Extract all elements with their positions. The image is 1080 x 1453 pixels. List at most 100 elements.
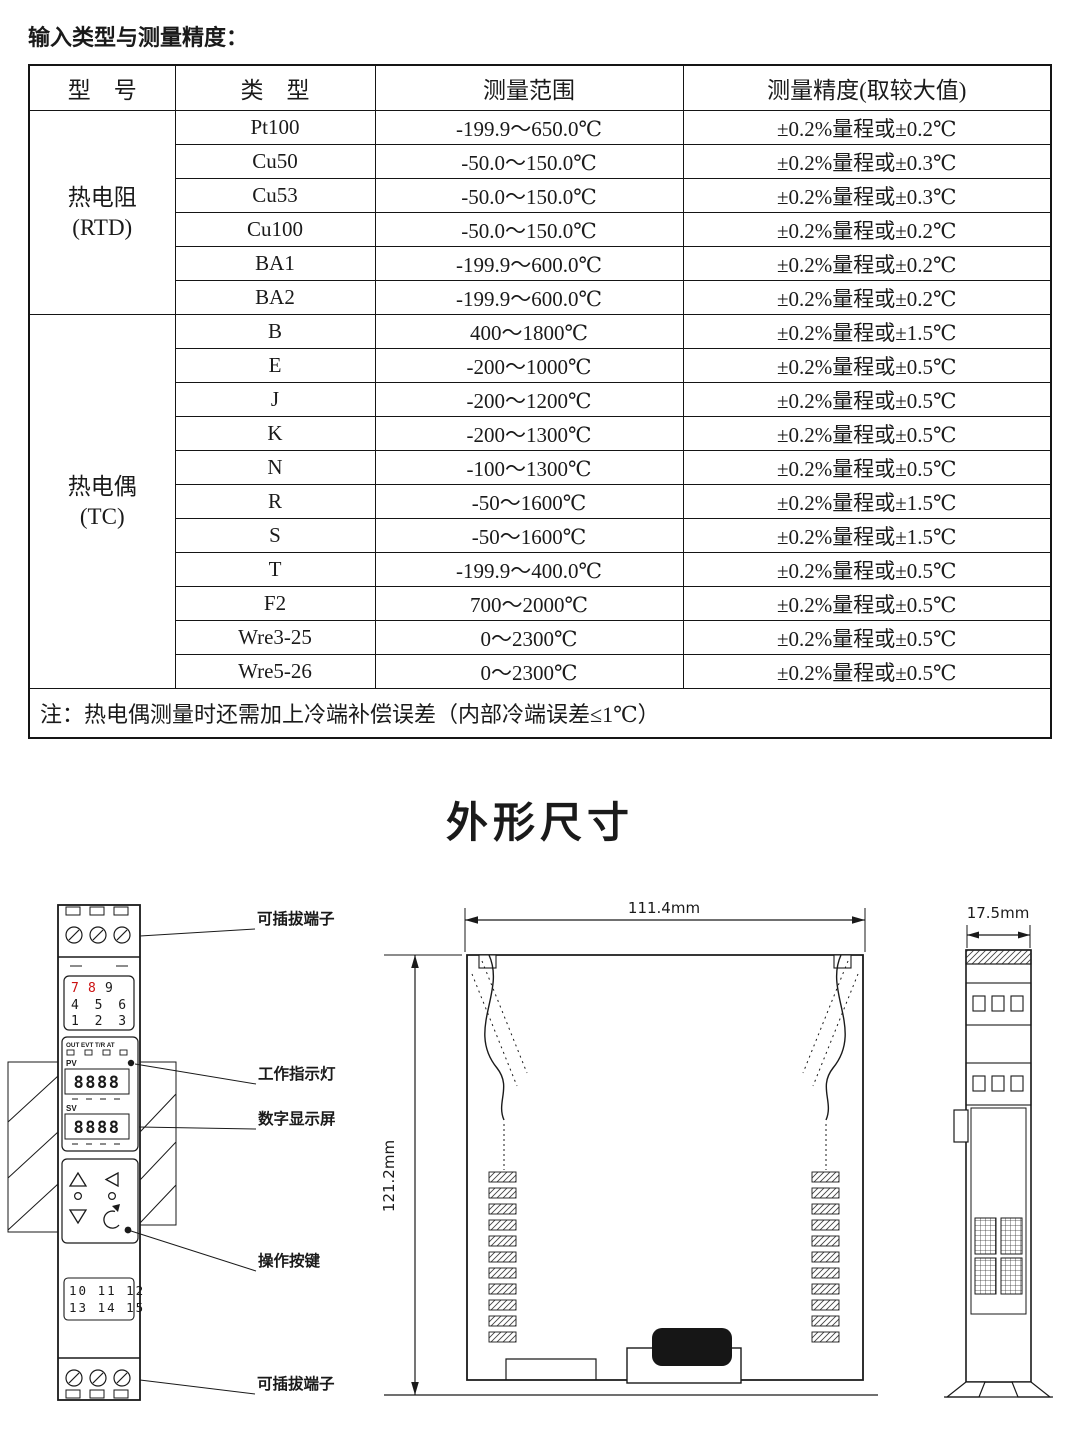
accuracy-cell: ±0.2%量程或±1.5℃: [682, 518, 1052, 553]
range-cell: -199.9～600.0℃: [374, 280, 684, 315]
work-indicator-led: [127, 1059, 135, 1067]
range-cell: 0～2300℃: [374, 620, 684, 655]
type-cell: E: [174, 348, 376, 383]
pv-display: 8888: [74, 1073, 121, 1093]
type-cell: N: [174, 450, 376, 485]
button-indicator-dot: [124, 1226, 132, 1234]
table-row: K-200～1300℃±0.2%量程或±0.5℃: [29, 416, 1052, 451]
table-row: E-200～1000℃±0.2%量程或±0.5℃: [29, 348, 1052, 383]
accuracy-cell: ±0.2%量程或±0.5℃: [682, 620, 1052, 655]
table-row: BA2-199.9～600.0℃±0.2%量程或±0.2℃: [29, 280, 1052, 315]
digital-display-panel: OUT EVT T/R AT PV 8888 SV 8888: [61, 1036, 139, 1152]
model-name-line: 热电阻: [67, 184, 137, 210]
operation-button-panel: [61, 1158, 139, 1244]
type-cell: Wre3-25: [174, 620, 376, 655]
dimension-arrow: [1018, 931, 1030, 939]
callouts: 可插拔端子 工作指示灯 数字显示屏 操作按键 可插拔端子: [130, 909, 336, 1395]
type-cell: S: [174, 518, 376, 553]
accuracy-cell: ±0.2%量程或±0.2℃: [682, 110, 1052, 145]
col-header-range: 测量范围: [374, 64, 684, 111]
type-cell: Pt100: [174, 110, 376, 145]
accuracy-cell: ±0.2%量程或±0.3℃: [682, 144, 1052, 179]
type-cell: Cu50: [174, 144, 376, 179]
range-cell: -200～1200℃: [374, 382, 684, 417]
model-name-line: (RTD): [72, 214, 133, 240]
callout-digital-display: 数字显示屏: [258, 1109, 336, 1128]
bottom-number-panel: 10 11 12 13 14 15: [63, 1277, 145, 1321]
dimension-arrow: [967, 931, 979, 939]
terminal-numbers-bottom1: 10 11 12: [69, 1283, 145, 1298]
terminal-grid: [1000, 1217, 1023, 1255]
type-cell: B: [174, 314, 376, 349]
din-rail-hatch: [7, 1061, 177, 1233]
type-cell: T: [174, 552, 376, 587]
type-cell: Wre5-26: [174, 654, 376, 689]
table-row: 注：热电偶测量时还需加上冷端补偿误差（内部冷端误差≤1℃）: [28, 688, 1052, 739]
top-terminal-block: [58, 906, 140, 967]
accuracy-cell: ±0.2%量程或±0.5℃: [682, 586, 1052, 621]
col-header-type: 类 型: [174, 64, 376, 111]
up-arrow-button-icon: [68, 1171, 88, 1187]
range-cell: -50～1600℃: [374, 484, 684, 519]
table-row: R-50～1600℃±0.2%量程或±1.5℃: [29, 484, 1052, 519]
range-cell: -199.9～650.0℃: [374, 110, 684, 145]
range-cell: -50.0～150.0℃: [374, 212, 684, 247]
side-view-drawing: 111.4mm 121.2mm: [380, 899, 878, 1396]
model-group-rtd: 热电阻 (RTD): [28, 110, 176, 315]
range-cell: 700～2000℃: [374, 586, 684, 621]
range-cell: -200～1000℃: [374, 348, 684, 383]
range-cell: -100～1300℃: [374, 450, 684, 485]
accuracy-cell: ±0.2%量程或±1.5℃: [682, 314, 1052, 349]
type-cell: R: [174, 484, 376, 519]
bottom-terminal-block: [58, 1357, 140, 1399]
type-cell: J: [174, 382, 376, 417]
return-button-icon: [103, 1210, 120, 1229]
range-cell: -50～1600℃: [374, 518, 684, 553]
range-cell: -199.9～600.0℃: [374, 246, 684, 281]
table-row: Cu100-50.0～150.0℃±0.2%量程或±0.2℃: [29, 212, 1052, 247]
accuracy-cell: ±0.2%量程或±0.2℃: [682, 280, 1052, 315]
col-header-model: 型 号: [28, 64, 176, 111]
range-cell: 400～1800℃: [374, 314, 684, 349]
type-cell: K: [174, 416, 376, 451]
table-row: S-50～1600℃±0.2%量程或±1.5℃: [29, 518, 1052, 553]
accuracy-cell: ±0.2%量程或±0.5℃: [682, 552, 1052, 587]
table-note: 注：热电偶测量时还需加上冷端补偿误差（内部冷端误差≤1℃）: [28, 688, 1052, 739]
housing-outline: [466, 954, 864, 1381]
table-section: 输入类型与测量精度： 型 号 类 型 测量范围 测量精度(取较大值) 热电阻 (R…: [28, 25, 1052, 739]
model-name-line: (TC): [79, 503, 125, 529]
callout-work-indicator: 工作指示灯: [258, 1064, 336, 1083]
callout-pluggable-terminal-bottom: 可插拔端子: [257, 1374, 335, 1393]
ventilation-slots-right: [811, 1171, 840, 1343]
range-cell: 0～2300℃: [374, 654, 684, 689]
range-cell: -199.9～400.0℃: [374, 552, 684, 587]
table-row: Cu50-50.0～150.0℃±0.2%量程或±0.3℃: [29, 144, 1052, 179]
accuracy-cell: ±0.2%量程或±0.2℃: [682, 212, 1052, 247]
dimension-arrow: [411, 1382, 419, 1395]
type-cell: F2: [174, 586, 376, 621]
accuracy-cell: ±0.2%量程或±1.5℃: [682, 484, 1052, 519]
sv-display: 8888: [74, 1118, 121, 1138]
accuracy-cell: ±0.2%量程或±0.5℃: [682, 348, 1052, 383]
terminal-grid: [974, 1217, 997, 1255]
range-cell: -50.0～150.0℃: [374, 178, 684, 213]
callout-operation-buttons: 操作按键: [258, 1251, 321, 1270]
table-row: J-200～1200℃±0.2%量程或±0.5℃: [29, 382, 1052, 417]
section-title: 外形尺寸: [445, 799, 634, 846]
range-cell: -200～1300℃: [374, 416, 684, 451]
header-row: 型 号 类 型 测量范围 测量精度(取较大值): [28, 64, 1052, 111]
status-indicator-labels: OUT EVT T/R AT: [66, 1042, 115, 1049]
ventilation-slots-left: [488, 1171, 517, 1343]
terminal-numbers-bottom2: 13 14 15: [69, 1300, 145, 1315]
callout-pluggable-terminal-top: 可插拔端子: [257, 909, 335, 928]
terminal-numbers-low: 1 2 3: [71, 1014, 130, 1029]
table-row: T-199.9～400.0℃±0.2%量程或±0.5℃: [29, 552, 1052, 587]
col-header-accuracy: 测量精度(取较大值): [682, 64, 1052, 111]
page-heading: 输入类型与测量精度：: [28, 25, 249, 50]
